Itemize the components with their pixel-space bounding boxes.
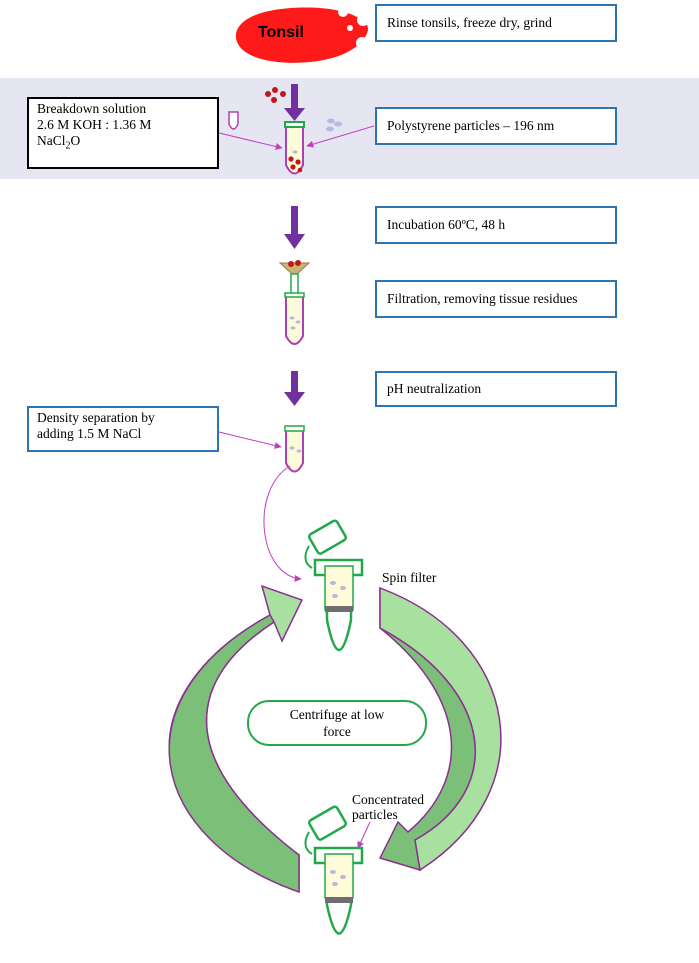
step-rinse: Rinse tonsils, freeze dry, grind: [375, 4, 617, 42]
step-filtration-text: Filtration, removing tissue residues: [387, 291, 578, 306]
breakdown-line3-prefix: NaCl: [37, 133, 66, 148]
step-polystyrene: Polystyrene particles – 196 nm: [375, 107, 617, 145]
breakdown-line1: Breakdown solution: [37, 101, 147, 116]
step-incubation: Incubation 60ºC, 48 h: [375, 206, 617, 244]
concentrated-label: Concentrated particles: [352, 792, 424, 822]
small-tube-icon: [228, 111, 239, 130]
tonsil-shape: [235, 7, 369, 63]
breakdown-line3-suffix: O: [70, 133, 81, 148]
tonsil-label: Tonsil: [258, 24, 304, 41]
breakdown-box: Breakdown solution 2.6 M KOH : 1.36 M Na…: [27, 97, 219, 169]
connector-breakdown: [218, 132, 283, 150]
concentrated-line1: Concentrated: [352, 792, 424, 807]
connector-density: [218, 431, 282, 449]
concentrated-line2: particles: [352, 807, 398, 822]
step-rinse-text: Rinse tonsils, freeze dry, grind: [387, 15, 552, 30]
tube-filtration: [278, 260, 311, 345]
step-polystyrene-text: Polystyrene particles – 196 nm: [387, 118, 555, 133]
breakdown-line2: 2.6 M KOH : 1.36 M: [37, 117, 152, 132]
connector-concentrated: [357, 821, 371, 849]
centrifuge-line2: force: [323, 724, 351, 739]
tube-breakdown: [284, 121, 305, 175]
cycle-arrow-left: [168, 584, 304, 894]
connector-to-spin: [263, 465, 302, 582]
tissue-pieces: [265, 87, 286, 103]
breakdown-line3-sub: 2: [65, 140, 71, 152]
density-line1: Density separation by: [37, 410, 155, 425]
density-line2: adding 1.5 M NaCl: [37, 426, 142, 441]
breakdown-line3: NaCl2O: [37, 133, 209, 155]
arrow-down-3: [284, 371, 305, 406]
cycle-arrow-right: [378, 586, 502, 872]
step-incubation-text: Incubation 60ºC, 48 h: [387, 217, 506, 232]
spin-filter-label: Spin filter: [382, 570, 437, 585]
arrow-down-2: [284, 206, 305, 249]
density-box: Density separation by adding 1.5 M NaCl: [27, 406, 219, 452]
tube-density: [284, 425, 305, 473]
connector-polystyrene: [306, 125, 375, 148]
concentrated-tube: [304, 805, 364, 935]
spin-filter-tube: [304, 519, 364, 652]
polystyrene-particles-icon: [326, 118, 342, 132]
step-ph: pH neutralization: [375, 371, 617, 407]
step-ph-text: pH neutralization: [387, 381, 482, 396]
step-filtration: Filtration, removing tissue residues: [375, 280, 617, 318]
centrifuge-pill: Centrifuge at low force: [247, 700, 427, 746]
arrow-down-1: [284, 84, 305, 121]
centrifuge-line1: Centrifuge at low: [289, 707, 385, 722]
